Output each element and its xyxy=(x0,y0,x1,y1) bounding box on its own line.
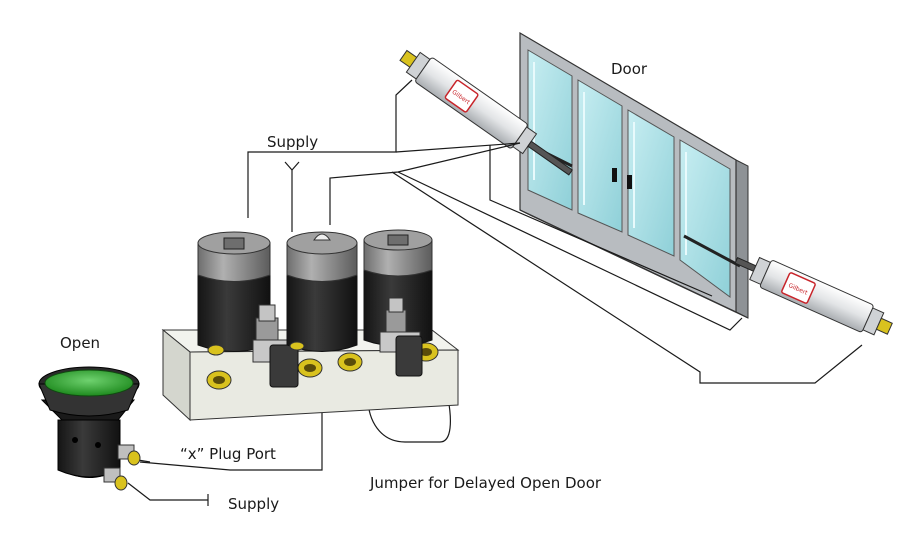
valve-right xyxy=(363,229,433,377)
valve-center xyxy=(286,231,358,352)
door-assembly xyxy=(519,31,749,319)
plug-port-label: “x” Plug Port xyxy=(180,445,276,463)
bottom-door-cylinder: Gilbert xyxy=(734,256,893,336)
top-door-cylinder: Gilbert xyxy=(399,49,573,176)
open-label: Open xyxy=(60,334,101,352)
open-indicator xyxy=(38,366,141,491)
valve-left xyxy=(197,231,299,388)
jumper-label: Jumper for Delayed Open Door xyxy=(370,474,602,492)
supply-label-top: Supply xyxy=(267,133,319,151)
door-label: Door xyxy=(611,60,648,78)
supply-label-bottom: Supply xyxy=(228,495,280,513)
pneumatic-tubing xyxy=(127,79,863,506)
